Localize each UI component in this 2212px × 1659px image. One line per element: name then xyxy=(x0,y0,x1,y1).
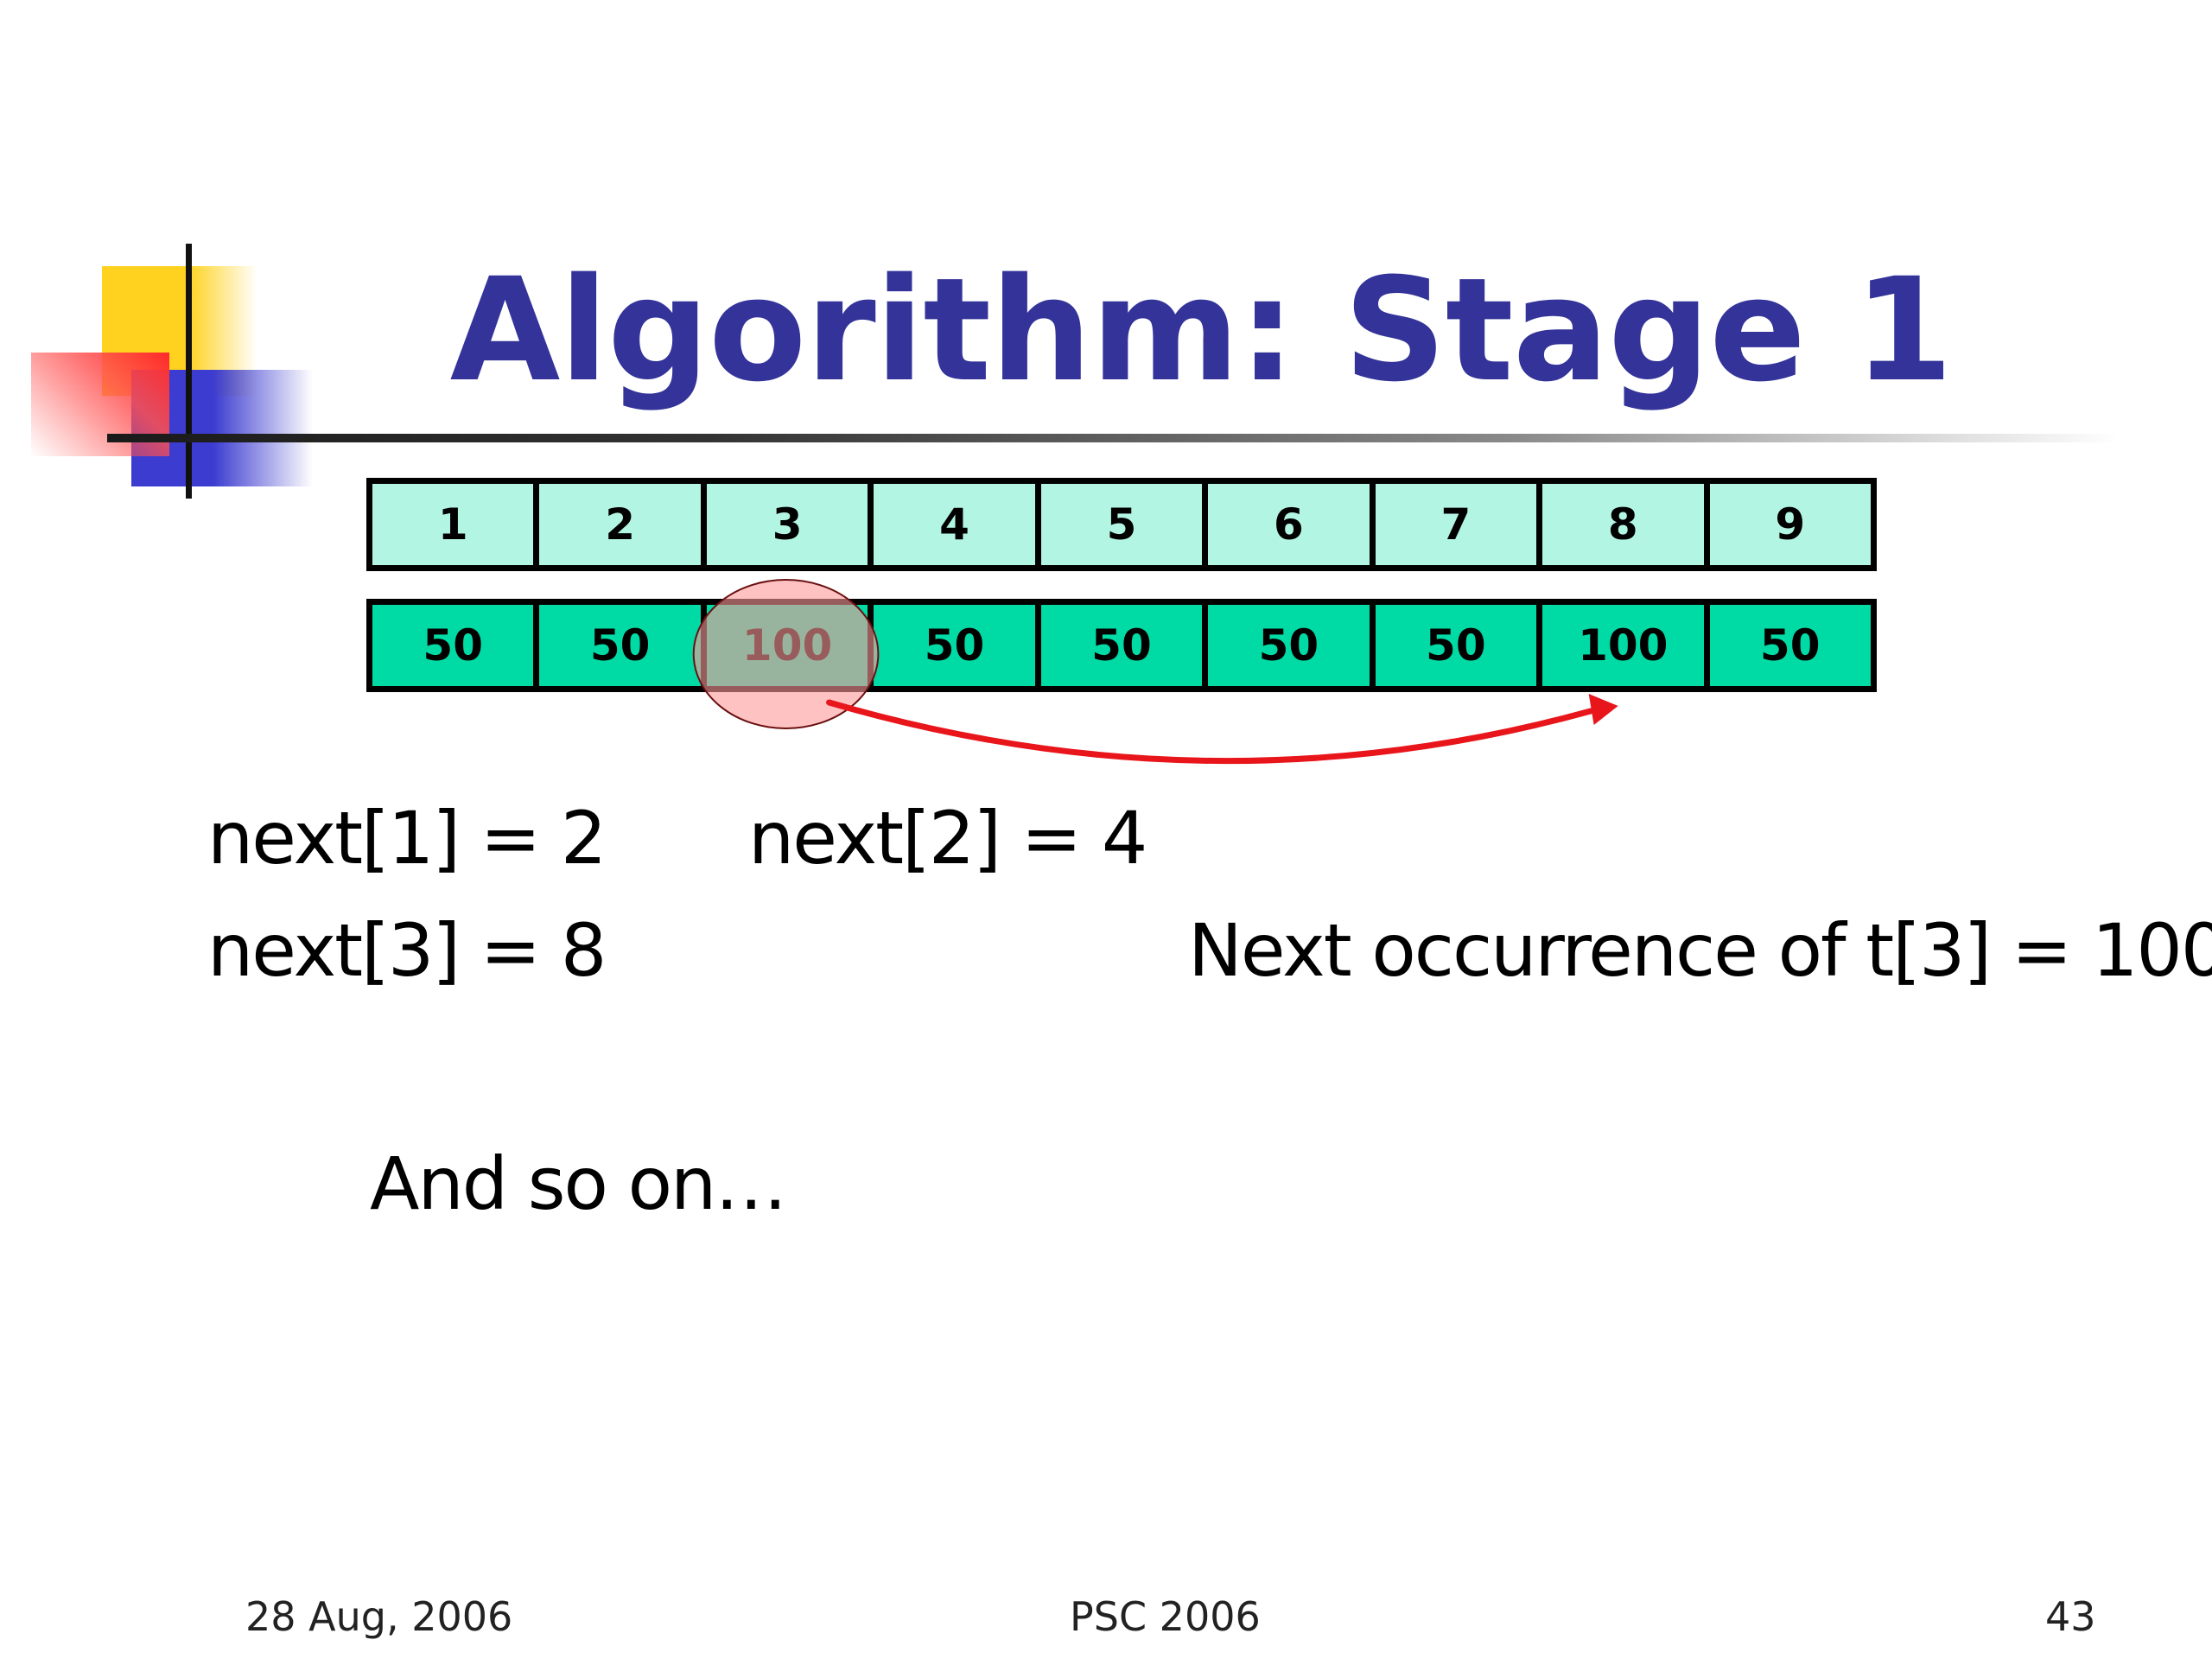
footer-event: PSC 2006 xyxy=(1070,1593,1261,1640)
slide-title: Algorithm: Stage 1 xyxy=(449,247,1954,413)
index-cell-3: 3 xyxy=(707,484,874,565)
value-cell-5: 50 xyxy=(1041,605,1209,686)
index-cell-1: 1 xyxy=(372,484,540,565)
next-1-statement: next[1] = 2 xyxy=(207,796,607,880)
next-3-statement: next[3] = 8 xyxy=(207,908,607,993)
index-cell-2: 2 xyxy=(539,484,707,565)
value-cell-6: 50 xyxy=(1208,605,1376,686)
value-cell-3: 100 xyxy=(707,605,874,686)
next-occurrence-statement: Next occurrence of t[3] = 100 xyxy=(1188,908,2212,993)
next-2-statement: next[2] = 4 xyxy=(748,796,1147,880)
value-cell-8: 100 xyxy=(1542,605,1710,686)
index-cell-7: 7 xyxy=(1376,484,1543,565)
footer-page-number: 43 xyxy=(2045,1593,2096,1640)
value-cell-1: 50 xyxy=(372,605,540,686)
footer-date: 28 Aug, 2006 xyxy=(245,1593,513,1640)
title-underline-rule xyxy=(107,434,2120,442)
value-cell-7: 50 xyxy=(1376,605,1543,686)
index-cell-9: 9 xyxy=(1775,499,1806,550)
index-cell-4: 4 xyxy=(874,484,1041,565)
and-so-on-text: And so on… xyxy=(370,1141,787,1226)
index-cell-6: 6 xyxy=(1208,484,1376,565)
value-cell-4: 50 xyxy=(874,605,1041,686)
value-cell-2: 50 xyxy=(539,605,707,686)
index-cell-5: 5 xyxy=(1041,484,1209,565)
value-cell-9: 50 xyxy=(1759,620,1821,671)
next-occurrence-arrow xyxy=(826,699,1594,765)
index-cell-8: 8 xyxy=(1542,484,1710,565)
arrowhead xyxy=(1588,694,1618,725)
logo-vertical-line xyxy=(186,244,192,499)
